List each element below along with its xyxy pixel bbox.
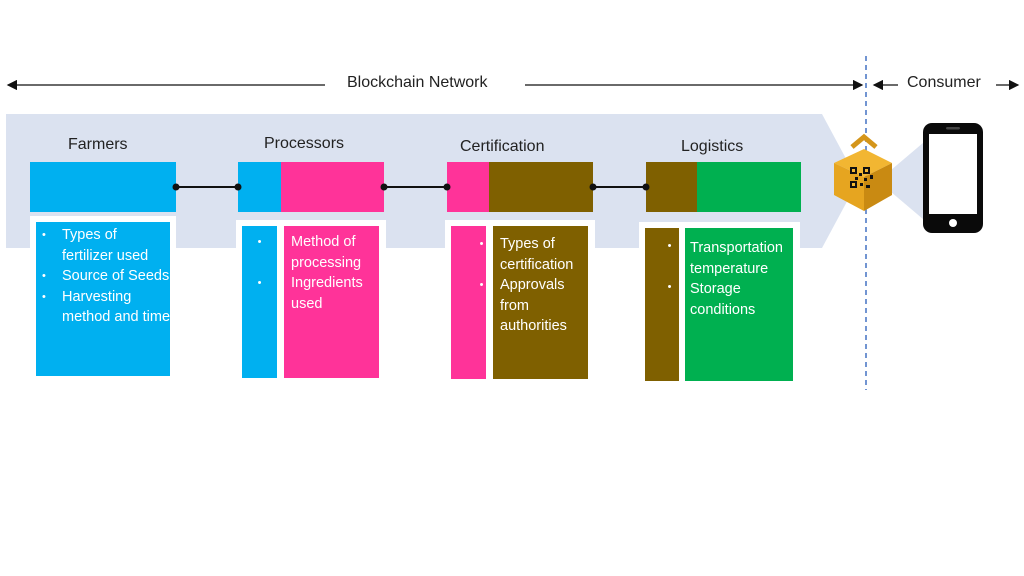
certification-block-pink [447, 162, 489, 212]
certification-item: Approvals from authorities [500, 277, 567, 334]
farmers-item: Types of fertilizer used [36, 225, 170, 266]
bullet-dot: • [479, 279, 484, 291]
farmers-item: Source of Seeds [36, 266, 170, 287]
logistics-item: Transportation temperature [690, 240, 783, 277]
logistics-block-olive [646, 162, 697, 212]
consumer-label: Consumer [907, 74, 981, 91]
logistics-item: Storage conditions [690, 281, 756, 318]
farmers-block [30, 162, 176, 212]
stage-title-logistics: Logistics [681, 138, 744, 155]
network-arrow [6, 79, 1020, 91]
certification-block-olive [489, 162, 593, 212]
processors-item: Method of processing [291, 234, 362, 271]
certification-detail-olive [493, 226, 588, 379]
logistics-detail-olive [645, 228, 679, 381]
certification-bullets: •• [464, 234, 499, 316]
bullet-dot: • [667, 240, 672, 252]
farmers-detail-list: Types of fertilizer used Source of Seeds… [36, 225, 170, 328]
stage-title-processors: Processors [264, 135, 345, 152]
processors-detail-blue [242, 226, 277, 378]
stage-title-certification: Certification [460, 138, 545, 155]
bullet-dot: • [479, 238, 484, 250]
bullet-dot: • [667, 281, 672, 293]
stage-title-farmers: Farmers [68, 136, 128, 153]
certification-item: Types of certification [500, 236, 574, 273]
certification-detail-list: Types of certification Approvals from au… [500, 234, 586, 334]
processors-detail-pink [284, 226, 379, 378]
smartphone-icon [923, 123, 983, 233]
processors-block-blue [238, 162, 281, 212]
logistics-block-green [697, 162, 801, 212]
certification-detail-pink [451, 226, 486, 379]
bullet-dot: • [257, 277, 262, 289]
logistics-detail-list: Transportation temperature Storage condi… [690, 238, 794, 320]
bullet-dot: • [257, 236, 262, 248]
logistics-bullets: •• [652, 236, 687, 318]
network-label: Blockchain Network [347, 74, 488, 91]
processors-bullets: •• [242, 232, 277, 314]
qr-package-icon [834, 133, 892, 211]
farmers-item: Harvesting method and time [36, 287, 170, 328]
processors-item: Ingredients used [291, 275, 363, 312]
processors-detail-list: Method of processing Ingredients used [291, 232, 377, 314]
phone-beam [878, 137, 930, 225]
processors-block-pink [281, 162, 384, 212]
logistics-detail-green [685, 228, 793, 381]
